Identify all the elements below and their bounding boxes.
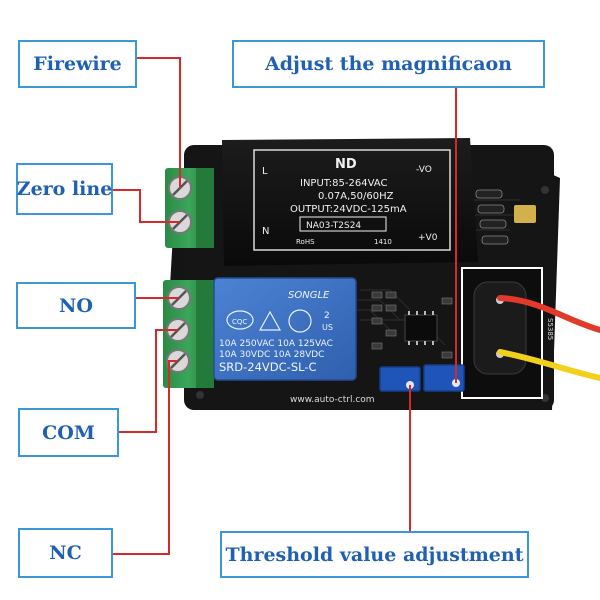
sensor-wires — [497, 295, 600, 381]
module-rohs: RoHS — [296, 238, 315, 246]
module-output-rating: OUTPUT:24VDC-125mA — [290, 204, 407, 215]
module-pin-n: N — [262, 226, 269, 237]
diodes — [475, 189, 536, 245]
module-model: NA03-T2S24 — [306, 221, 361, 231]
module-logo: ND — [335, 157, 357, 172]
leader-nc — [112, 360, 178, 555]
leader-com — [118, 329, 178, 433]
module-date-code: 1410 — [374, 238, 392, 246]
module-pin-plus-vo: +V0 — [418, 233, 438, 243]
callout-no: NO — [16, 282, 136, 329]
module-frequency-rating: 0.07A,50/60HZ — [318, 191, 394, 202]
relay — [213, 277, 357, 381]
relay-cqc-mark: CQC — [232, 318, 247, 326]
callout-firewire: Firewire — [18, 40, 137, 88]
relay-model: SRD-24VDC-SL-C — [219, 360, 317, 374]
module-model-box — [299, 216, 387, 232]
relay-us-mark: US — [322, 323, 333, 332]
ic-chip — [404, 311, 438, 345]
relay-text: SONGLE CQC 2 US 10A 250VAC 10A 125VAC 10… — [219, 290, 333, 374]
relay-ul-number: 2 — [324, 311, 330, 321]
relay-rating-dc: 10A 30VDC 10A 28VDC — [219, 350, 324, 360]
module-pin-minus-vo: -VO — [416, 165, 432, 175]
smd-components — [371, 291, 453, 359]
board-url: www.auto-ctrl.com — [290, 395, 375, 405]
callout-com: COM — [18, 408, 119, 457]
potentiometer-threshold — [379, 366, 421, 392]
leader-lines — [112, 57, 457, 555]
module-input-rating: INPUT:85-264VAC — [300, 178, 387, 189]
module-text: ND L N -VO +V0 INPUT:85-264VAC 0.07A,50/… — [262, 157, 438, 246]
module-pin-l: L — [262, 166, 268, 177]
callout-zero-line: Zero line — [16, 163, 113, 215]
callout-nc: NC — [18, 528, 113, 578]
sensor-coil — [461, 267, 543, 399]
board-serial: S5385 — [546, 318, 554, 340]
callout-threshold: Threshold value adjustment — [220, 531, 529, 578]
leader-zero-line — [112, 189, 180, 223]
board-text: www.auto-ctrl.com S5385 — [290, 318, 554, 405]
callout-magnification: Adjust the magnificaon — [232, 40, 545, 88]
leader-firewire — [136, 57, 181, 188]
potentiometer-magnification — [423, 364, 465, 392]
relay-rating-ac: 10A 250VAC 10A 125VAC — [219, 339, 333, 349]
power-module — [222, 138, 478, 266]
relay-brand: SONGLE — [288, 290, 330, 301]
